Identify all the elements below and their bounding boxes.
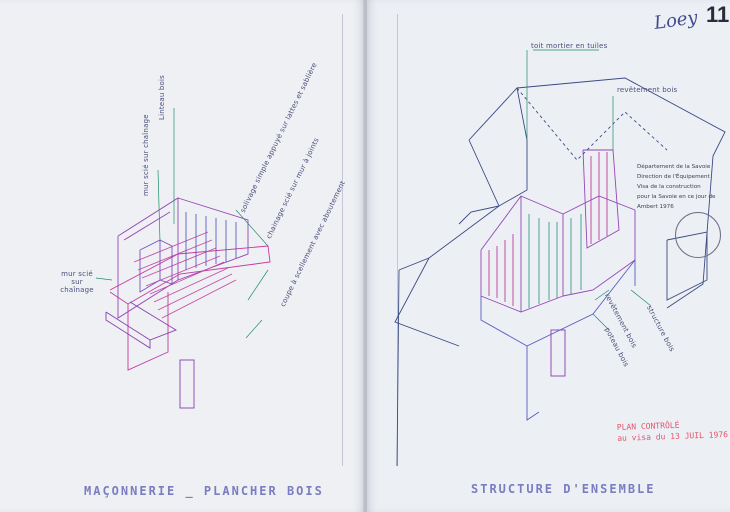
right-page-caption: STRUCTURE D'ENSEMBLE (471, 482, 656, 496)
overall-structure-drawing (394, 49, 726, 467)
left-page-frame (16, 14, 343, 466)
masonry-floor-drawing (95, 108, 271, 409)
red-control-stamp: PLAN CONTRÔLÉ au visa du 13 JUIL 1976 (617, 418, 728, 444)
round-seal (675, 212, 721, 258)
label-linteau: Linteau bois (158, 74, 166, 120)
label-revetement-bois-top: revêtement bois (617, 86, 678, 94)
page-number: 11 (706, 2, 730, 27)
right-page-frame (397, 14, 724, 466)
left-page-caption: MAÇONNERIE _ PLANCHER BOIS (84, 484, 324, 498)
label-mur-scie-small: mur scié sur chaînage (60, 270, 94, 294)
page-gutter (363, 0, 368, 512)
right-page: 11 Loey toit mortier en tuiles revêtemen… (367, 0, 730, 512)
stamp-line: Ambert 1976 (637, 204, 674, 210)
stamp-line: Visa de la construction (637, 184, 701, 190)
label-toit-mortier: toit mortier en tuiles (531, 42, 608, 50)
left-page: Linteau bois mur scié sur chaînage soliv… (0, 0, 364, 512)
label-mur-scie: mur scié sur chaînage (142, 114, 150, 196)
stamp-line: Département de la Savoie (637, 164, 711, 170)
stamp-line: Direction de l'Équipement (637, 174, 710, 180)
administrative-stamp: Département de la Savoie Direction de l'… (637, 162, 729, 212)
stamp-line: pour la Savoie en ce jour de (637, 194, 716, 200)
